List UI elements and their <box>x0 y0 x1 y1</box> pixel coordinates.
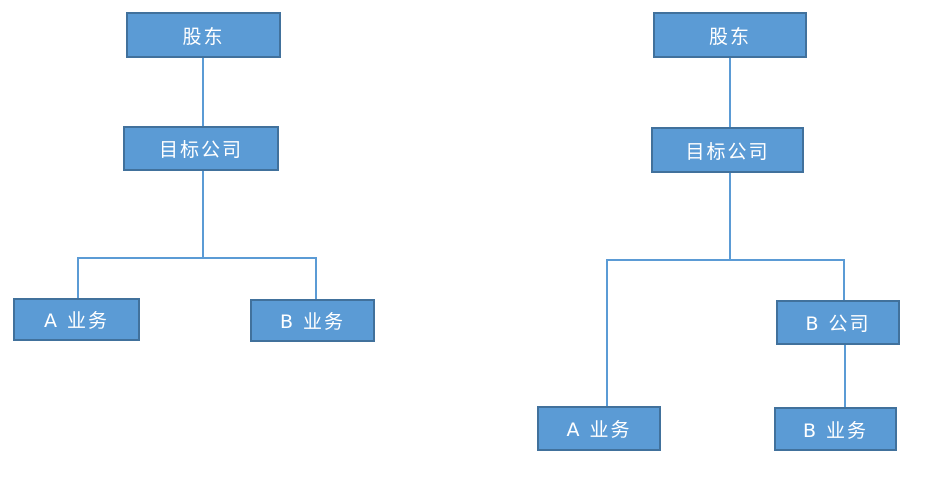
connector-drop-business-b <box>315 257 317 299</box>
node-label: 股东 <box>708 25 751 48</box>
connector-drop-business-a <box>77 257 79 298</box>
connector-shareholder-target <box>202 58 204 126</box>
node-business-b: B 业务 <box>250 299 375 342</box>
connector-target-stem <box>729 173 731 260</box>
connector-drop-business-a <box>606 259 608 406</box>
node-label: 目标公司 <box>685 140 770 163</box>
connector-branch-horizontal <box>77 257 317 259</box>
node-shareholder: 股东 <box>126 12 281 58</box>
node-business-b: B 业务 <box>774 407 897 451</box>
connector-branch-horizontal <box>606 259 845 261</box>
connector-drop-company-b <box>843 259 845 300</box>
node-target-company: 目标公司 <box>651 127 804 173</box>
connector-target-stem <box>202 171 204 258</box>
connector-company-b-business-b <box>844 345 846 407</box>
connector-shareholder-target <box>729 58 731 127</box>
node-label: B 业务 <box>802 419 869 442</box>
node-label: 股东 <box>182 25 225 48</box>
node-label: 目标公司 <box>158 139 243 161</box>
node-company-b: B 公司 <box>776 300 900 345</box>
node-shareholder: 股东 <box>653 12 807 58</box>
node-label: B 业务 <box>279 311 346 333</box>
node-label: A 业务 <box>43 310 110 332</box>
node-business-a: A 业务 <box>537 406 661 451</box>
node-label: B 公司 <box>805 313 871 335</box>
node-label: A 业务 <box>566 419 632 441</box>
node-business-a: A 业务 <box>13 298 140 341</box>
node-target-company: 目标公司 <box>123 126 279 171</box>
